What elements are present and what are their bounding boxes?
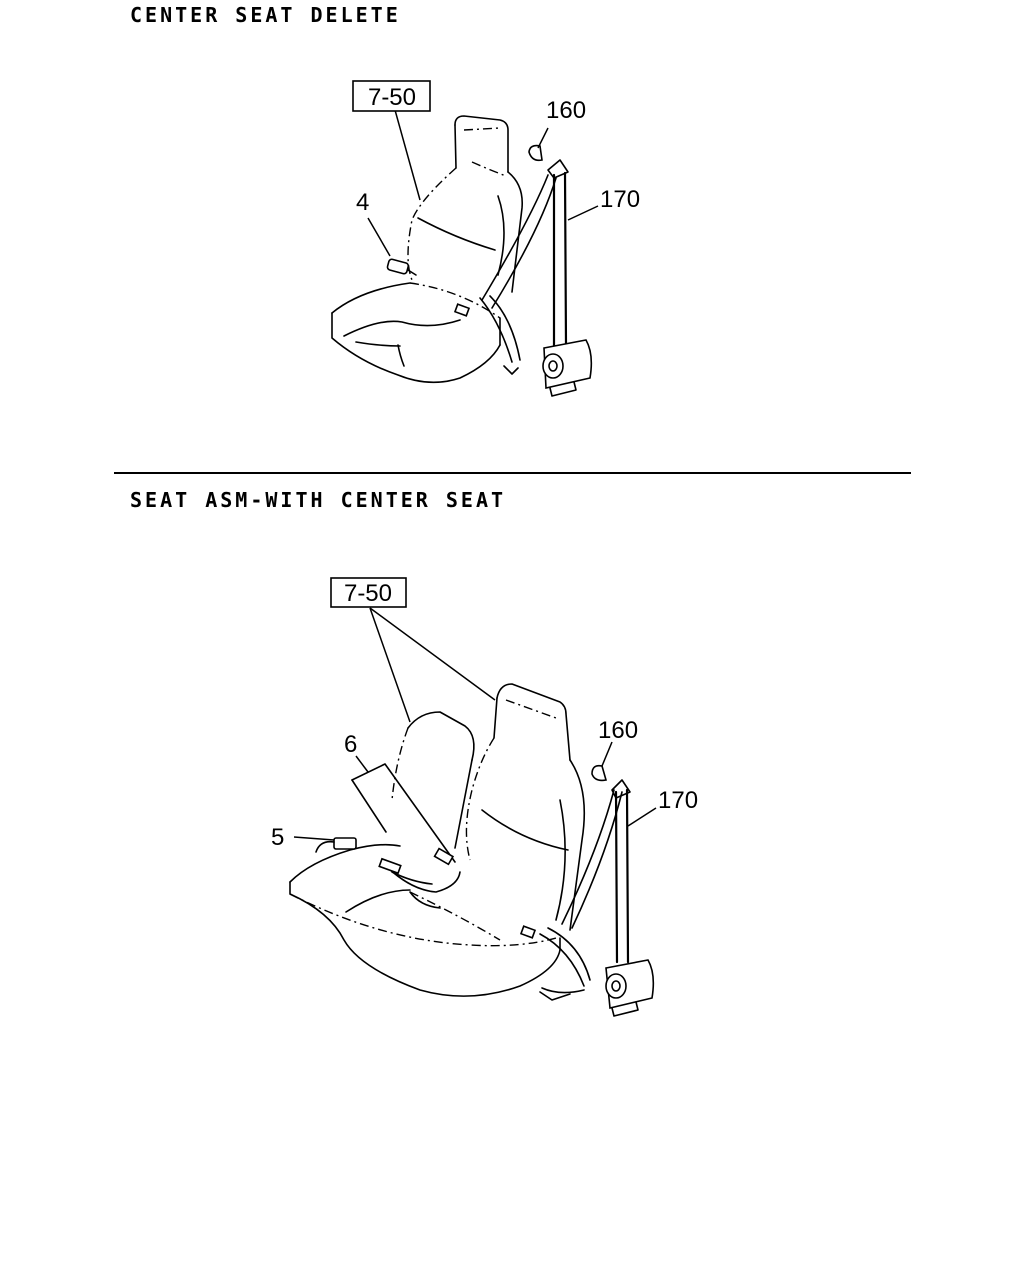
anchor-cover-part-160 — [591, 764, 608, 782]
callout-160: 160 — [546, 97, 586, 124]
section-title-center-seat-delete: CENTER SEAT DELETE — [130, 3, 401, 27]
section-title-seat-asm-with-center-seat: SEAT ASM-WITH CENTER SEAT — [130, 488, 507, 512]
buckle-part-5 — [315, 837, 357, 853]
seat-cushion — [331, 282, 501, 384]
callout-7-50: 7-50 — [352, 80, 431, 112]
outer-seat-back — [465, 683, 586, 931]
diagram-center-seat-delete: 7-50 4 160 170 — [331, 80, 640, 397]
center-lap-belt-part-6 — [351, 763, 461, 893]
callout-6: 6 — [344, 731, 357, 758]
callout-7-50: 7-50 — [330, 577, 407, 608]
center-seat-back — [391, 711, 475, 849]
callout-170: 170 — [658, 787, 698, 814]
callout-7-50-label: 7-50 — [368, 84, 416, 111]
callout-7-50-label: 7-50 — [344, 580, 392, 607]
diagram-seat-asm-with-center-seat: 7-50 6 5 160 170 — [271, 577, 698, 1017]
callout-170: 170 — [600, 186, 640, 213]
section-divider — [114, 472, 911, 474]
callout-160: 160 — [598, 717, 638, 744]
seat-back — [407, 115, 524, 293]
seat-belt-part-170 — [453, 159, 593, 397]
buckle-part-4 — [386, 258, 417, 276]
bench-seat-cushion — [289, 843, 561, 997]
callout-4: 4 — [356, 189, 369, 216]
anchor-cover-part-160 — [528, 144, 543, 162]
seat-belt-part-170 — [519, 779, 655, 1017]
callout-5: 5 — [271, 824, 284, 851]
